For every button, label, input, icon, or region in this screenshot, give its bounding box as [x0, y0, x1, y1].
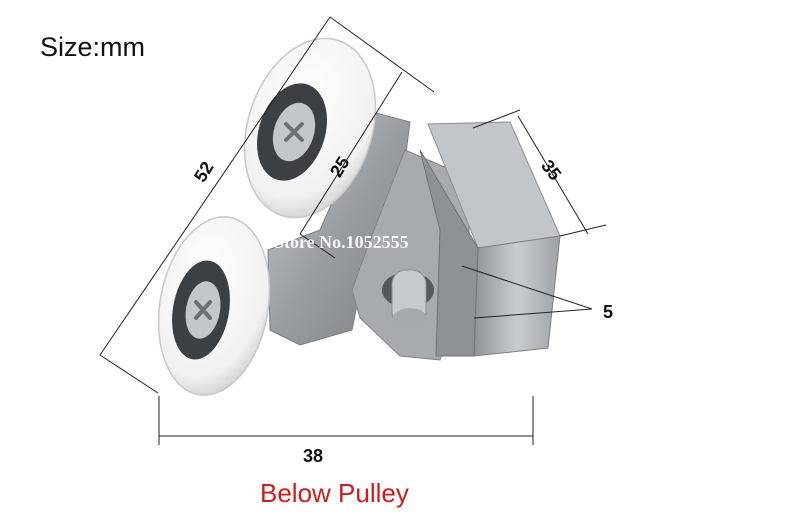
dimension-lines	[99, 16, 607, 445]
store-watermark: Store No.1052555	[274, 232, 409, 252]
caption-below-pulley: Below Pulley	[260, 478, 409, 508]
bolt	[382, 269, 434, 328]
overall-width-dimension-label: 38	[303, 446, 324, 466]
thickness-dimension-label: 5	[603, 302, 614, 322]
lower-wheel	[157, 216, 271, 396]
adjustment-block	[419, 121, 561, 357]
upper-wheel	[243, 37, 377, 219]
size-unit-label: Size:mm	[40, 32, 146, 62]
